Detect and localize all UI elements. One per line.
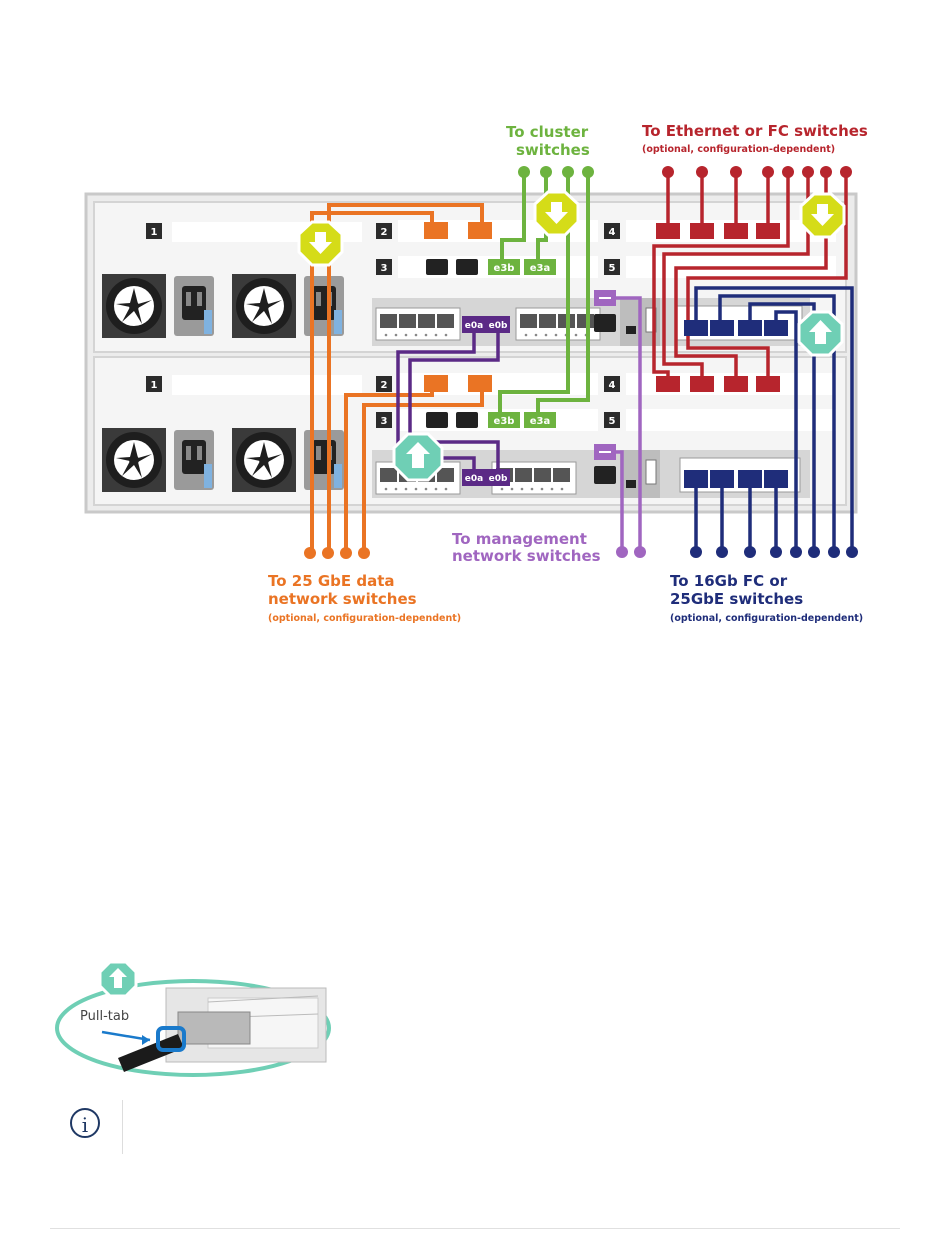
purple-ports — [462, 316, 510, 486]
navy-endpoints — [684, 320, 858, 558]
slot-label: 2 — [381, 380, 388, 391]
info-icon: i — [70, 1108, 100, 1138]
cable-down-arrow-icon — [533, 190, 580, 237]
port-e0b-label: e0b — [489, 321, 508, 331]
port-e3b-label: e3b — [494, 263, 515, 274]
slot-label: 2 — [381, 227, 388, 238]
red-endpoints — [656, 166, 852, 392]
svg-text:To cluster: To cluster — [506, 123, 589, 141]
green-endpoints — [488, 166, 594, 428]
purple-port-labels: e0a e0b e0a e0b — [465, 321, 508, 484]
svg-text:(optional, configuration-depen: (optional, configuration-dependent) — [670, 613, 863, 624]
slot-numbers: 1 1 2 3 2 3 4 5 4 5 — [146, 223, 620, 428]
svg-text:To 25 GbE data: To 25 GbE data — [268, 572, 395, 590]
pull-tab-label: Pull-tab — [80, 1009, 129, 1024]
fan-icon — [102, 428, 166, 492]
port-e3a-label: e3a — [530, 416, 551, 427]
label-cluster-switches: To cluster switches — [506, 123, 590, 159]
svg-text:switches: switches — [516, 141, 590, 159]
svg-text:To Ethernet or FC switches: To Ethernet or FC switches — [642, 122, 868, 140]
slot-label: 5 — [609, 416, 616, 427]
slot-label: 5 — [609, 263, 616, 274]
cable-up-arrow-icon — [98, 960, 138, 998]
port-e0b-label: e0b — [489, 474, 508, 484]
slot-label: 1 — [151, 380, 158, 391]
slot-label: 4 — [609, 380, 616, 391]
svg-text:(optional, configuration-depen: (optional, configuration-dependent) — [268, 613, 461, 624]
slot-label: 4 — [609, 227, 616, 238]
label-16gb-fc-switches: To 16Gb FC or 25GbE switches (optional, … — [670, 572, 863, 624]
power-socket-icon — [174, 430, 214, 490]
cable-down-arrow-icon — [297, 220, 344, 267]
note-row: i — [58, 1100, 898, 1156]
fan-icon — [102, 274, 166, 338]
wrench-icon — [599, 297, 611, 453]
svg-text:network switches: network switches — [268, 590, 417, 608]
cabling-diagram: 1 1 2 3 2 3 4 5 4 5 e3b e3a e3b — [84, 122, 868, 624]
pull-tab-illustration: Pull-tab — [55, 960, 331, 1077]
power-socket-icon — [174, 276, 214, 336]
label-management-switches: To management network switches — [452, 530, 601, 565]
cable-up-arrow-icon — [392, 432, 444, 482]
port-e3a-label: e3a — [530, 263, 551, 274]
svg-text:To 16Gb FC or: To 16Gb FC or — [670, 572, 788, 590]
fan-icon — [232, 274, 296, 338]
label-ethernet-fc-switches: To Ethernet or FC switches (optional, co… — [642, 122, 868, 155]
svg-text:25GbE switches: 25GbE switches — [670, 590, 803, 608]
green-port-labels: e3b e3a e3b e3a — [494, 263, 551, 427]
port-e0a-label: e0a — [465, 474, 483, 484]
red-cables — [652, 172, 848, 385]
slot-label: 1 — [151, 227, 158, 238]
svg-text:To management: To management — [452, 530, 587, 548]
svg-text:network switches: network switches — [452, 547, 601, 565]
cable-down-arrow-icon — [799, 192, 846, 239]
navy-cables — [694, 286, 854, 552]
port-e3b-label: e3b — [494, 416, 515, 427]
slot-label: 3 — [381, 416, 388, 427]
port-e0a-label: e0a — [465, 321, 483, 331]
svg-text:(optional, configuration-depen: (optional, configuration-dependent) — [642, 144, 835, 155]
slot-label: 3 — [381, 263, 388, 274]
cable-up-arrow-icon — [797, 310, 844, 357]
note-divider — [122, 1100, 123, 1154]
orange-ports — [304, 222, 492, 559]
fan-icon — [232, 428, 296, 492]
footer-divider — [50, 1228, 900, 1229]
label-25gbe-data-switches: To 25 GbE data network switches (optiona… — [268, 572, 461, 624]
